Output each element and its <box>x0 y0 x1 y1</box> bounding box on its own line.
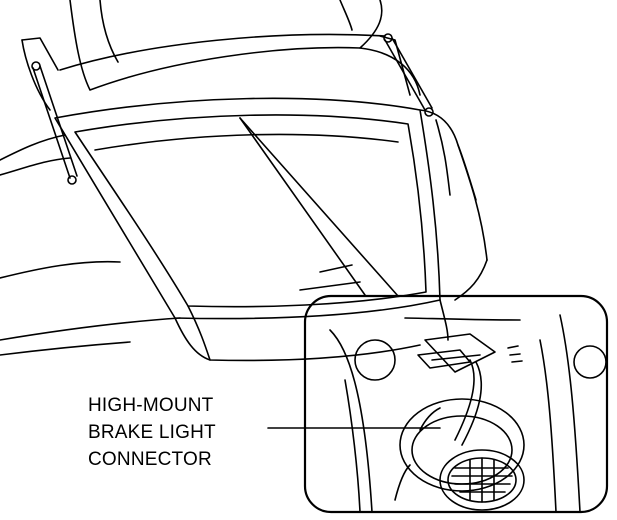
gas-strut-left <box>31 61 78 185</box>
callout-line-2: BRAKE LIGHT <box>88 422 216 443</box>
car-body-left <box>0 134 181 356</box>
callout-pointer <box>239 117 399 297</box>
car-body-right <box>419 109 488 301</box>
callout-label: HIGH-MOUNT BRAKE LIGHT CONNECTOR <box>88 392 288 473</box>
trunk-lid <box>21 0 421 111</box>
callout-line-3: CONNECTOR <box>88 449 212 470</box>
gas-strut-right <box>383 33 434 117</box>
detail-inset <box>303 294 609 514</box>
callout-line-1: HIGH-MOUNT <box>88 395 214 416</box>
trunk-opening <box>54 97 449 362</box>
